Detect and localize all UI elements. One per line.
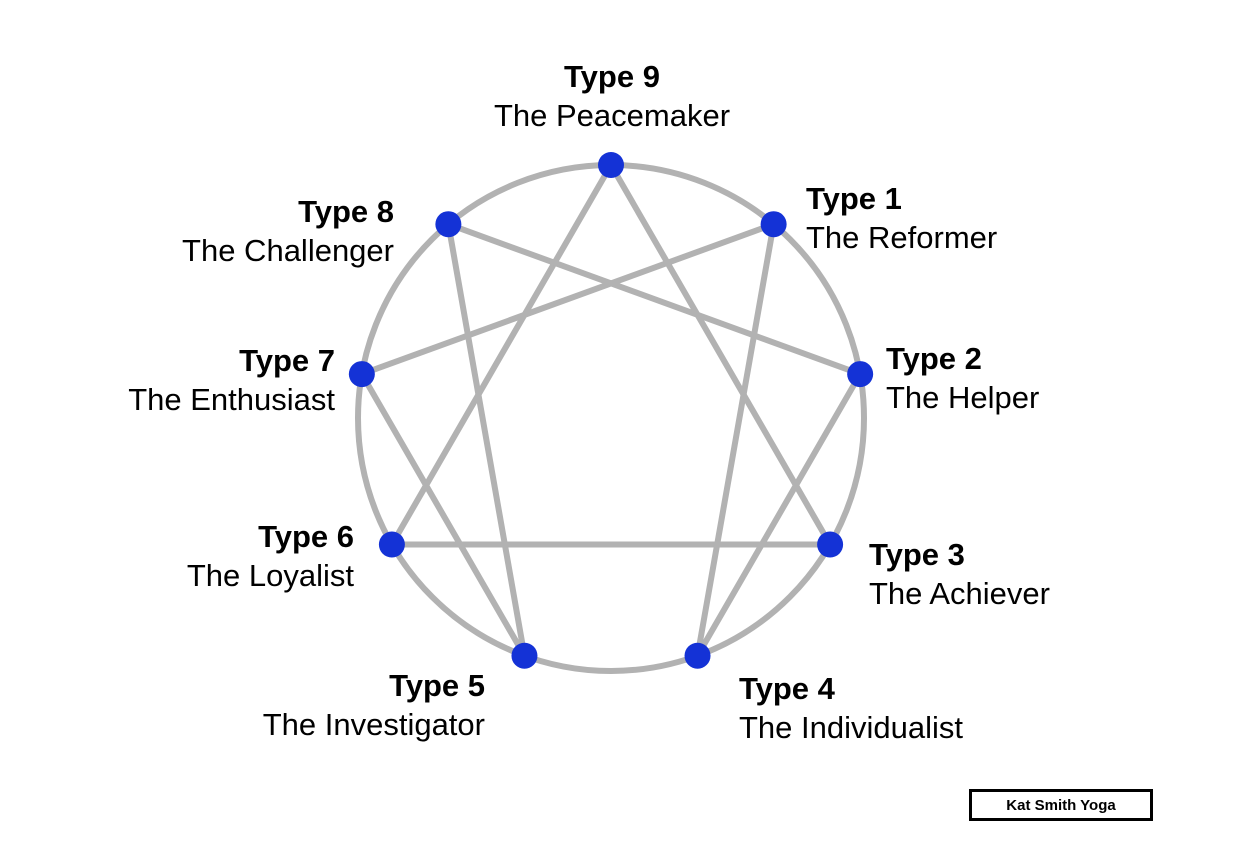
label-type-6: Type 6 The Loyalist [54,518,354,596]
connection-line-9-3 [608,162,834,548]
type-5-node [511,642,538,669]
type-2-name: The Helper [886,379,1040,415]
watermark-badge: Kat Smith Yoga [969,789,1153,821]
type-5-number: Type 5 [389,668,485,703]
type-4-node [684,642,711,669]
connection-line-6-9 [388,162,614,548]
connection-line-7-1 [358,221,777,378]
type-7-number: Type 7 [239,343,335,378]
type-3-number: Type 3 [869,537,965,572]
enneagram-circle [355,162,867,674]
type-nodes [348,152,874,669]
label-type-2: Type 2 The Helper [886,340,1039,418]
type-8-number: Type 8 [298,194,394,229]
connection-line-5-7 [358,371,528,659]
connection-lines [358,162,864,659]
type-2-number: Type 2 [886,341,982,376]
type-4-number: Type 4 [739,671,835,706]
type-3-node [817,531,844,558]
type-9-name: The Peacemaker [493,97,731,133]
type-7-node [348,361,375,388]
connection-line-8-5 [445,221,528,659]
type-3-name: The Achiever [869,575,1050,611]
type-8-name: The Challenger [182,232,394,268]
type-4-name: The Individualist [739,709,964,745]
type-8-node [435,211,462,238]
label-type-9: Type 9 The Peacemaker [462,58,762,136]
type-9-node [598,152,624,178]
connection-line-1-4 [694,221,777,659]
type-7-name: The Enthusiast [128,381,335,417]
label-type-1: Type 1 The Reformer [806,180,997,258]
label-type-3: Type 3 The Achiever [869,536,1050,614]
connection-line-4-2 [694,371,864,659]
type-9-number: Type 9 [564,59,660,94]
type-1-node [760,211,787,238]
type-1-name: The Reformer [806,219,998,255]
connection-line-2-8 [445,221,864,378]
type-6-node [378,531,405,558]
type-5-name: The Investigator [262,706,485,742]
type-6-name: The Loyalist [186,557,354,593]
label-type-8: Type 8 The Challenger [94,193,394,271]
type-1-number: Type 1 [806,181,902,216]
label-type-5: Type 5 The Investigator [185,667,485,745]
label-type-4: Type 4 The Individualist [739,670,963,748]
type-6-number: Type 6 [258,519,354,554]
type-2-node [847,361,874,388]
label-type-7: Type 7 The Enthusiast [35,342,335,420]
